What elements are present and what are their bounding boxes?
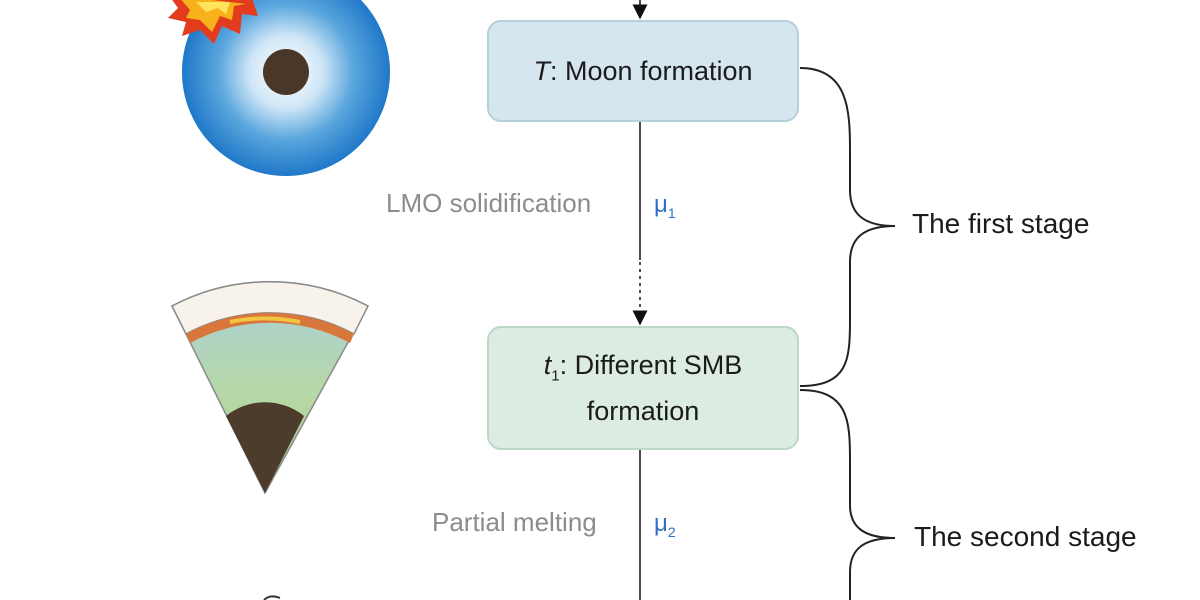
impact-explosion-icon <box>168 0 258 44</box>
first-stage-brace <box>799 67 896 387</box>
mu-subscript: 1 <box>667 204 676 221</box>
lunar-wedge-illustration <box>171 281 370 495</box>
mu-symbol: μ <box>654 191 668 218</box>
moon-formation-text: T: Moon formation <box>533 54 752 88</box>
time-variable-t1: t <box>543 350 552 381</box>
first-stage-label: The first stage <box>912 208 1090 239</box>
smb-formation-box: t1: Different SMB formation <box>487 326 799 450</box>
time-variable-T: T <box>533 56 550 86</box>
smb-layer <box>186 312 354 343</box>
partial-melting-label: Partial melting <box>432 507 597 537</box>
second-stage-label: The second stage <box>914 521 1137 552</box>
mu-subscript: 2 <box>667 523 676 540</box>
smb-formation-line1: t1: Different SMB <box>544 348 742 393</box>
moon-formation-box: T: Moon formation <box>487 20 799 122</box>
mu1-label: μ1 <box>654 191 676 221</box>
mu2-label: μ2 <box>654 510 676 540</box>
moon-formation-label: : Moon formation <box>549 56 753 86</box>
partial-illustration-edge <box>263 595 281 600</box>
smb-formation-label: : Different SMB <box>559 350 743 381</box>
moon-impact-illustration <box>168 0 390 176</box>
second-stage-brace <box>799 389 896 600</box>
time-subscript: 1 <box>551 367 560 385</box>
wedge-core <box>226 402 304 493</box>
kreep-layer <box>229 316 301 324</box>
mu-symbol: μ <box>654 510 668 537</box>
core-circle <box>263 49 309 95</box>
lmo-solidification-label: LMO solidification <box>386 188 592 218</box>
smb-formation-line2: formation <box>586 395 700 426</box>
